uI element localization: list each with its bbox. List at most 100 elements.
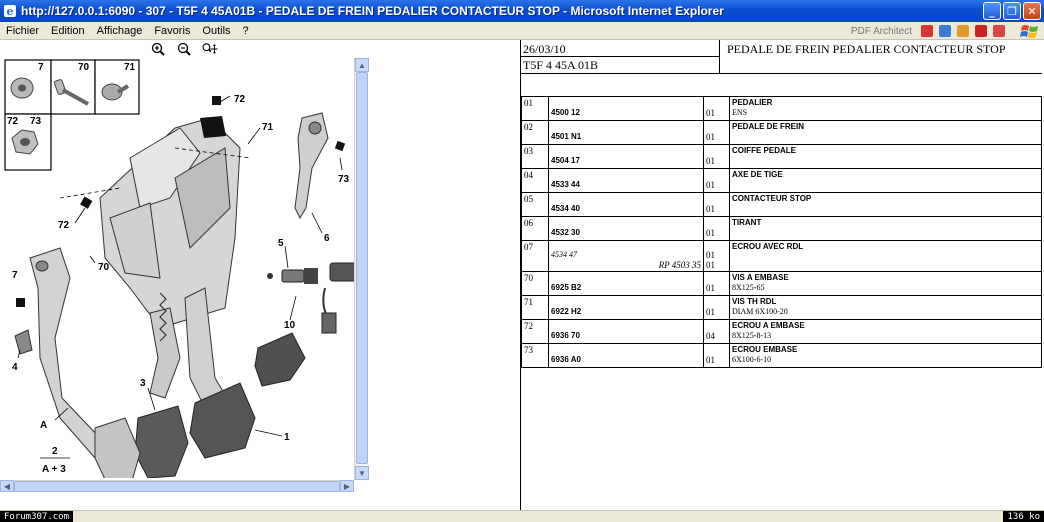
part-quantity: 01 [706,108,715,118]
ie-icon: e [4,5,16,18]
export-icon[interactable] [993,25,1005,37]
label-6: 6 [324,233,330,244]
part-number: 04 [521,168,549,193]
menu-affichage[interactable]: Affichage [96,24,143,37]
pdf-architect-label[interactable]: PDF Architect [850,25,912,37]
pedal-a [29,247,141,478]
part-quantity: 01 [706,180,715,190]
parts-list-pane: 26/03/10 T5F 4 45A 01B PEDALE DE FREIN P… [521,40,1044,510]
scroll-left-arrow[interactable]: ◀ [0,480,14,492]
part-reference: 4504 17 [551,156,580,165]
label-a: A [40,420,47,431]
bracket-6 [294,112,346,220]
status-bar: Forum307.com 136 ko [0,510,1044,522]
zoom-out-icon [177,42,191,56]
part-quantity: 01 [706,283,715,293]
part-quantity: 01 [706,156,715,166]
part-reference: 6922 H2 [551,307,582,316]
convert-icon[interactable] [939,25,951,37]
scroll-right-arrow[interactable]: ▶ [340,480,354,492]
part-quantity-cell: 04 [703,319,730,344]
part-reference: 4534 40 [551,204,580,213]
close-button[interactable]: ✕ [1023,2,1041,20]
nut-72-marker [80,196,93,209]
label-10: 10 [284,320,296,331]
part-quantity-cell: 01 [703,295,730,320]
maximize-button[interactable]: ❐ [1003,2,1021,20]
part-description-cell: AXE DE TIGE [729,168,1042,193]
pdf-icon[interactable] [921,25,933,37]
zoom-in-button[interactable] [150,42,166,56]
part-reference-cell: 4500 12 [548,96,704,121]
minimize-button[interactable]: _ [983,2,1001,20]
vertical-scroll-thumb[interactable] [356,72,368,464]
part-description-cell: ECROU AVEC RDL [729,240,1042,272]
horizontal-scroll-thumb[interactable] [14,481,340,492]
part-description: ECROU AVEC RDL [732,242,804,251]
menu-outils[interactable]: Outils [202,24,231,37]
scroll-up-arrow[interactable]: ▲ [355,58,369,72]
menu-help[interactable]: ? [242,24,249,37]
zoom-pan-button[interactable] [202,42,218,56]
part-description-cell: TIRANT [729,216,1042,241]
part-reference: 6936 A0 [551,355,581,364]
part-reference-cell: 6922 H2 [548,295,704,320]
fastener-inset [4,59,140,171]
vertical-scrollbar[interactable]: ▲ ▼ [354,58,369,480]
part-reference-replacement: RP 4503 35 [658,260,701,270]
part-reference-cell: 4534 40 [548,192,704,217]
part-description: CONTACTEUR STOP [732,194,812,203]
part-quantity-cell: 01 [703,96,730,121]
label-4: 4 [12,362,18,373]
exploded-parts-diagram: 7 70 71 72 73 [4,59,354,478]
menu-edition[interactable]: Edition [51,24,85,37]
edit-icon[interactable] [957,25,969,37]
title-bar: e http://127.0.0.1:6090 - 307 - T5F 4 45… [0,0,1044,22]
part-number: 70 [521,271,549,296]
part-quantity-cell: 01 [703,216,730,241]
part-quantity-cell: 01 [703,343,730,368]
part-description-cell: CONTACTEUR STOP [729,192,1042,217]
label-71-inset: 71 [124,62,136,73]
part-number: 71 [521,295,549,320]
label-73-main: 73 [338,174,350,185]
menu-bar: Fichier Edition Affichage Favoris Outils… [0,22,1044,40]
part-description-cell: PEDALE DE FREIN [729,120,1042,145]
zoom-pan-icon [202,43,218,54]
label-1: 1 [284,432,290,443]
part-description: AXE DE TIGE [732,170,783,179]
part-reference-cell: 6936 A0 [548,343,704,368]
part-reference-cell: 6936 70 [548,319,704,344]
window-title: http://127.0.0.1:6090 - 307 - T5F 4 45A0… [21,4,724,18]
part-quantity: 01 [706,132,715,142]
part-description: VIS A EMBASE [732,273,789,282]
menu-fichier[interactable]: Fichier [6,24,40,37]
scroll-down-arrow[interactable]: ▼ [355,466,369,480]
merge-icon[interactable] [975,25,987,37]
part-quantity: 04 [706,331,715,341]
windows-logo-icon [1020,25,1038,38]
part-description-detail: 8X125-65 [732,283,765,292]
horizontal-scrollbar[interactable]: ◀ ▶ [0,480,354,492]
part-reference: 4532 30 [551,228,580,237]
svg-text:e: e [7,5,14,18]
part-description: VIS TH RDL [732,297,777,306]
label-72-left: 72 [58,220,70,231]
part-quantity-cell: 01 [703,192,730,217]
menu-favoris[interactable]: Favoris [154,24,191,37]
part-description: ECROU A EMBASE [732,321,805,330]
label-70-inset: 70 [78,62,90,73]
part-4 [14,329,33,355]
part-quantity-cell: 01 [703,120,730,145]
zoom-out-button[interactable] [176,42,192,56]
